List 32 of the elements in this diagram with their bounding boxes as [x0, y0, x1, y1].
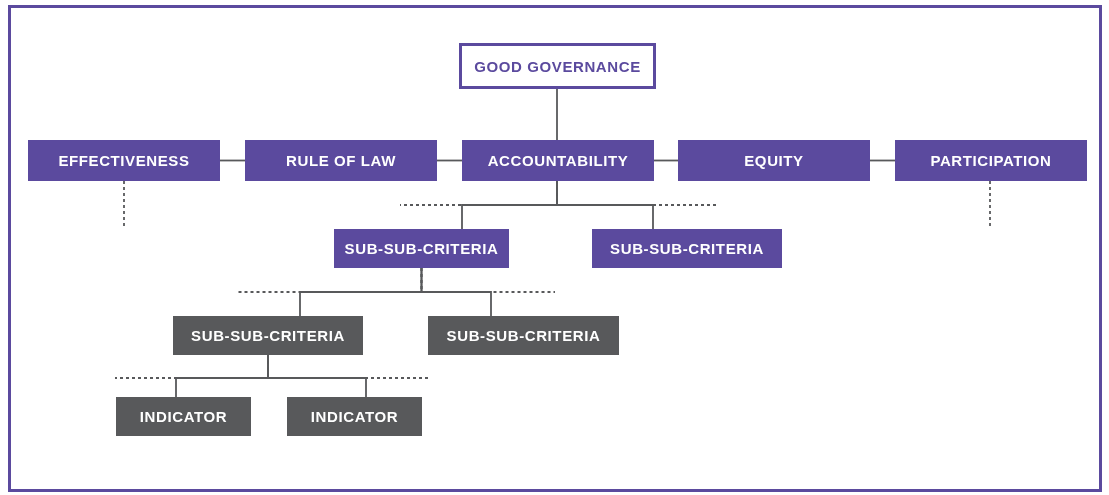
criteria-box: [287, 397, 422, 436]
criteria-box: [116, 397, 251, 436]
box-label: SUB-SUB-CRITERIA: [191, 327, 345, 344]
criteria-box: [462, 140, 654, 181]
dotted-line: [989, 180, 991, 229]
connector-line: [436, 159, 463, 162]
criteria-box: [173, 316, 363, 355]
dotted-line: [123, 180, 125, 229]
box-label: INDICATOR: [139, 408, 228, 425]
criteria-box: [592, 229, 782, 268]
criteria-box: [895, 140, 1087, 181]
box-label: ACCOUNTABILITY: [487, 152, 629, 169]
box-label: SUB-SUB-CRITERIA: [344, 240, 499, 257]
connector-line: [420, 267, 492, 317]
criteria-box: [245, 140, 437, 181]
connector-line: [556, 88, 558, 141]
criteria-box: [334, 229, 509, 268]
box-label: SUB-SUB-CRITERIA: [610, 240, 764, 257]
criteria-box: [459, 43, 656, 89]
criteria-box: [28, 140, 220, 181]
box-label: EFFECTIVENESS: [58, 152, 190, 169]
connector-line: [869, 159, 896, 162]
criteria-box: [428, 316, 619, 355]
box-label: INDICATOR: [310, 408, 399, 425]
box-label: SUB-SUB-CRITERIA: [446, 327, 601, 344]
box-label: GOOD GOVERNANCE: [474, 57, 641, 75]
box-label: EQUITY: [744, 152, 804, 169]
criteria-box: [678, 140, 870, 181]
connector-line: [653, 159, 679, 162]
connector-line: [219, 159, 246, 162]
box-label: RULE OF LAW: [286, 152, 396, 169]
box-label: PARTICIPATION: [930, 152, 1052, 169]
